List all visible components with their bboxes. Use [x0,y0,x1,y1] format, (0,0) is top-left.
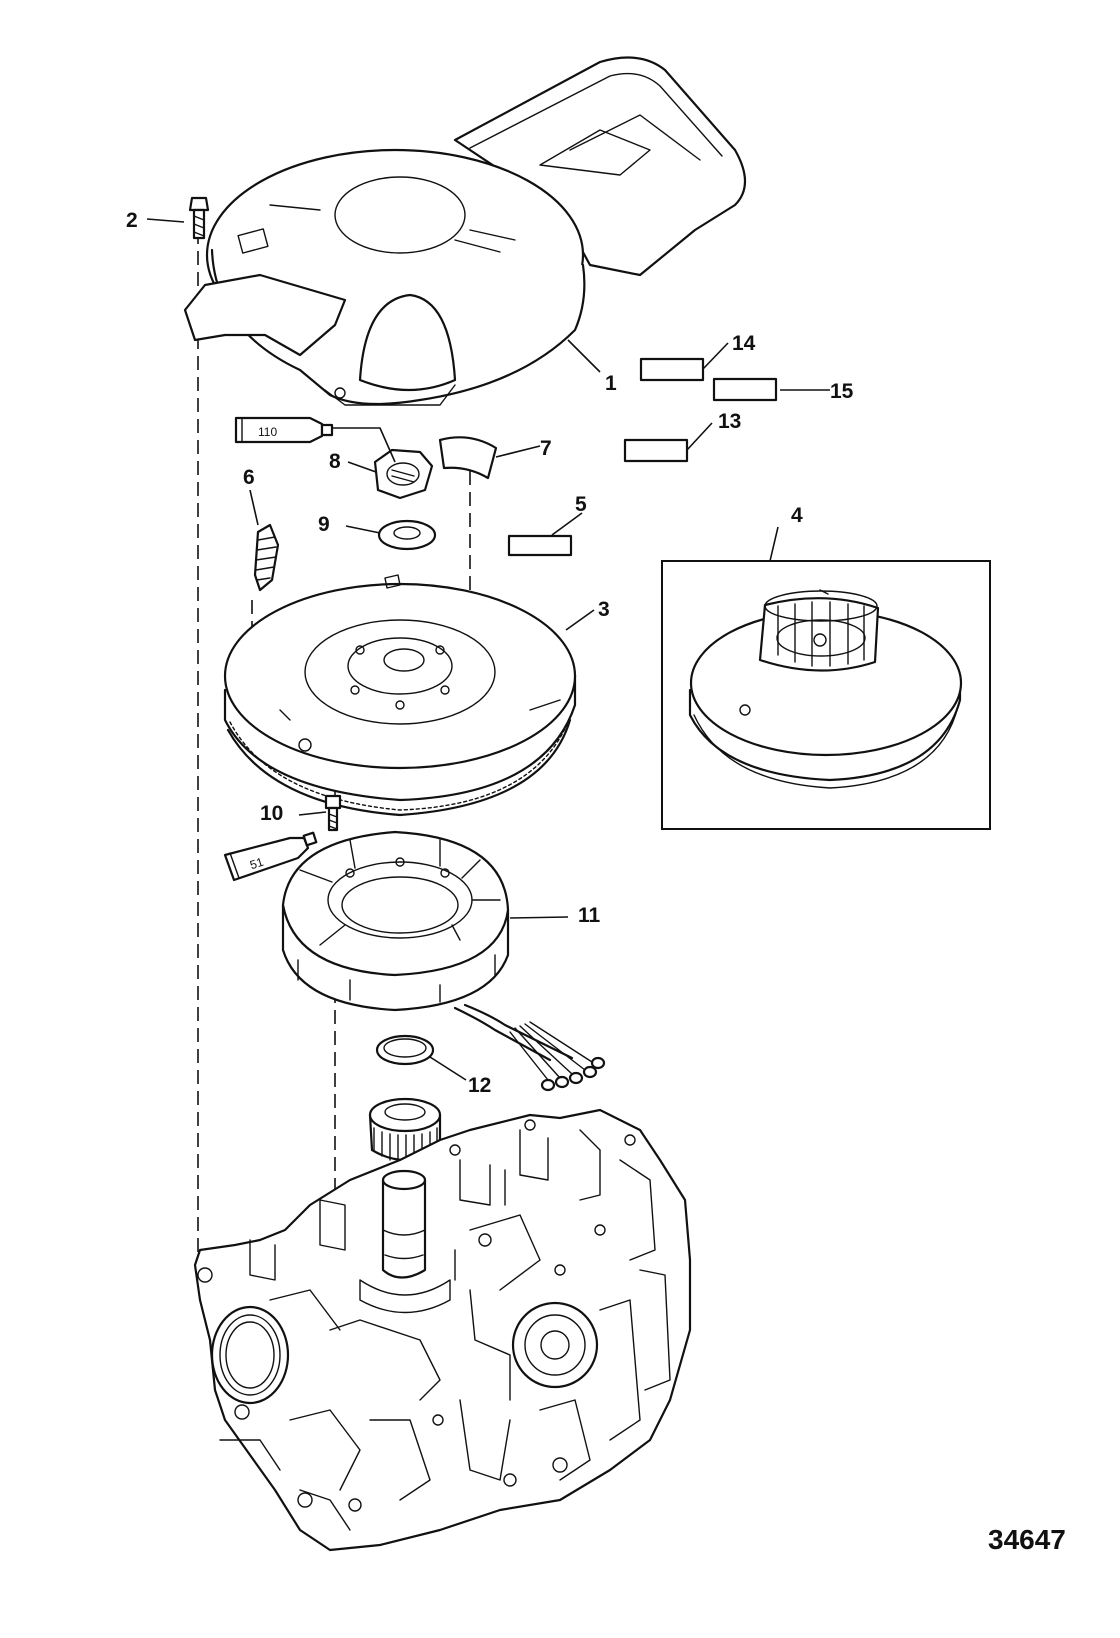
callout-labels: 2 1 14 15 13 7 8 6 9 5 3 4 10 11 12 [126,209,854,1097]
callout-14: 14 [732,332,756,355]
tube-label-51: 51 [248,855,265,873]
figure-number: 34647 [988,1524,1066,1555]
seal-12 [375,1034,435,1066]
crankshaft-gear [368,1097,442,1163]
flywheel-3 [223,574,577,817]
leader-lines [146,218,830,1081]
callout-10: 10 [260,802,283,825]
part-13 [623,438,689,463]
callout-6: 6 [243,466,255,489]
screw-10 [324,794,342,832]
part-4-detail-box [661,560,991,830]
spring-6 [253,523,280,592]
flywheel-cover [183,56,746,406]
callout-8: 8 [329,450,341,473]
callout-13: 13 [718,410,741,433]
sealant-tube-51: 51 [223,831,318,882]
callout-7: 7 [540,437,552,460]
nut-8 [373,448,434,500]
screw-2 [188,196,210,240]
callout-5: 5 [575,493,587,516]
tube-label-110: 110 [258,425,277,439]
part-14 [639,357,705,382]
key-7 [438,436,498,480]
callout-2: 2 [126,209,138,232]
callout-1: 1 [605,372,617,395]
powerhead-block [193,1108,692,1552]
washer-9 [377,519,437,551]
part-15 [712,377,778,402]
callout-11: 11 [578,904,601,927]
callout-3: 3 [598,598,610,621]
part-5 [507,534,573,557]
small-rect-parts [507,357,778,557]
stator-11 [281,830,606,1092]
callout-4: 4 [791,504,803,527]
sealant-tube-110: 110 [234,416,334,444]
callout-12: 12 [468,1074,491,1097]
callout-9: 9 [318,513,330,536]
callout-15: 15 [830,380,854,403]
